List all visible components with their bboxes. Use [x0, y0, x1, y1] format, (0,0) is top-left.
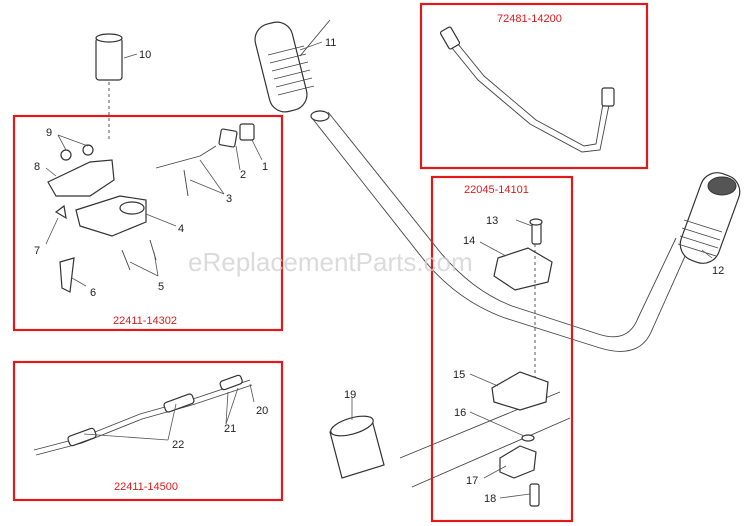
kit-label-cable-assembly: 72481-14200	[497, 13, 562, 25]
clamp-parts	[491, 218, 553, 507]
bushing-part-19	[329, 415, 385, 479]
cable-kit-drawing	[33, 374, 253, 456]
grip-left	[254, 21, 315, 113]
kit-box-control-lever	[12, 114, 284, 332]
callout-10: 10	[139, 49, 151, 61]
callout-3: 3	[226, 193, 232, 205]
kit-label-control-lever: 22411-14302	[113, 315, 177, 327]
cable-assembly-rod	[439, 26, 615, 153]
handlebar	[299, 19, 691, 488]
callout-1: 1	[262, 161, 268, 173]
callouts: 1 2 3 4 5 6 7 8 9 10 11 12 13 14 15 16 1…	[34, 37, 724, 505]
leader-lines	[45, 41, 713, 499]
watermark: eReplacementParts.com	[188, 247, 473, 277]
callout-14: 14	[463, 235, 475, 247]
control-lever-parts	[47, 123, 255, 293]
callout-17: 17	[466, 475, 478, 487]
callout-2: 2	[240, 169, 246, 181]
kit-label-cable: 22411-14500	[114, 481, 178, 493]
callout-12: 12	[712, 265, 724, 277]
callout-9: 9	[46, 127, 52, 139]
callout-18: 18	[484, 493, 496, 505]
callout-4: 4	[178, 223, 184, 235]
callout-5: 5	[158, 281, 164, 293]
kit-box-clamp	[430, 175, 574, 523]
callout-13: 13	[486, 215, 498, 227]
kit-label-clamp: 22045-14101	[464, 184, 529, 196]
callout-8: 8	[34, 161, 40, 173]
kit-box-cable	[12, 360, 284, 502]
callout-11: 11	[325, 37, 336, 49]
callout-22: 22	[172, 439, 184, 451]
callout-6: 6	[90, 287, 96, 299]
cap-part-10	[95, 33, 123, 140]
kit-box-cable-assembly	[419, 2, 649, 170]
grip-right	[677, 172, 741, 264]
callout-15: 15	[453, 369, 465, 381]
callout-19: 19	[344, 389, 356, 401]
callout-7: 7	[34, 245, 40, 257]
callout-20: 20	[256, 405, 268, 417]
callout-16: 16	[454, 407, 466, 419]
callout-21: 21	[224, 423, 236, 435]
